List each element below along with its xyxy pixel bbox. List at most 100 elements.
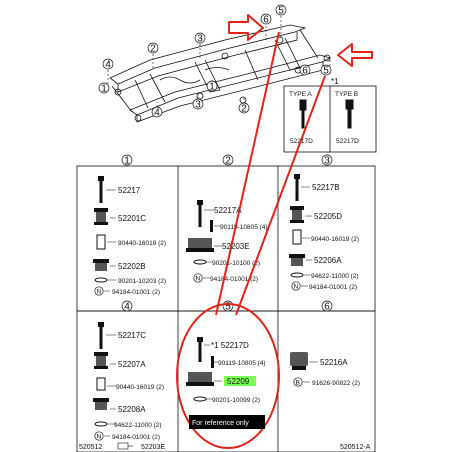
- type-b-part: 52217D: [336, 138, 359, 145]
- svg-text:N: N: [294, 284, 299, 291]
- svg-text:1: 1: [209, 82, 215, 93]
- svg-text:B: B: [296, 380, 300, 387]
- svg-text:3: 3: [197, 34, 203, 45]
- red-leader-right: [235, 75, 326, 316]
- svg-text:5: 5: [278, 6, 284, 17]
- svg-text:N: N: [196, 276, 201, 283]
- nut-n-icon: N: [193, 273, 203, 283]
- part-90440-16019: 90440-16019 (2): [311, 236, 359, 243]
- part-90440-16018: 90440-16018 (2): [118, 240, 166, 247]
- cell-4: N 52217C 52207A 90440-16019 (2) 52208A 9…: [93, 322, 164, 441]
- callout-1-mid: 1: [206, 80, 218, 93]
- cell-2: N 52217A 90119-10805 (4) 52203E 90201-10…: [186, 200, 268, 283]
- part-94622-11000: 94622-11000 (2): [114, 422, 162, 429]
- callout-6-top: 6: [260, 13, 272, 26]
- svg-text:2: 2: [150, 44, 156, 55]
- part-52202B: 52202B: [118, 262, 146, 271]
- nut-n-icon: N: [291, 281, 301, 291]
- frame-callout-numbers: 6 5 3 2 4 1 6 5 1 3 2 4: [98, 4, 332, 119]
- small-bolt-icon: [211, 356, 214, 368]
- callout-4-bottom: 4: [151, 106, 163, 119]
- svg-text:5: 5: [323, 66, 329, 77]
- callout-6-right: 6: [299, 64, 311, 77]
- mount-bracket-icon: [186, 372, 214, 386]
- cell-6: B 52216A 91626-90822 (2): [290, 352, 360, 387]
- washer-icon: [193, 259, 207, 265]
- cell-5: *1 52217D 90119-10805 (4) 52209 90201-10…: [186, 337, 266, 404]
- nut-n-icon: N: [94, 286, 104, 296]
- reference-caption: For reference only: [192, 420, 249, 427]
- sleeve-icon: [96, 234, 106, 250]
- cell-1-number: 1: [121, 154, 133, 167]
- cell-1: N 52217 52201C 90440-16018 (2) 52202B 90…: [93, 176, 166, 296]
- svg-text:3: 3: [195, 100, 201, 111]
- mount-bracket-icon: [186, 238, 214, 252]
- svg-text:6: 6: [263, 15, 269, 26]
- footer: 520512 52203E 520512-A: [79, 442, 371, 451]
- type-b-bolt-icon: [345, 99, 354, 129]
- bolt-icon: [294, 174, 300, 201]
- svg-text:6: 6: [302, 66, 308, 77]
- lower-cushion-icon: [93, 398, 109, 410]
- lower-cushion-icon: [289, 254, 305, 266]
- type-b-label: TYPE B: [335, 91, 358, 98]
- callout-4-top: 4: [102, 58, 114, 71]
- svg-text:1: 1: [124, 156, 130, 167]
- type-box-star: *1: [331, 77, 339, 86]
- bolt-icon: [98, 176, 104, 203]
- svg-text:4: 4: [154, 108, 160, 119]
- footer-right-code: 520512-A: [340, 444, 371, 451]
- cell-3-number: 3: [321, 154, 333, 167]
- callout-5-top: 5: [275, 4, 287, 17]
- red-leader-left: [215, 31, 280, 316]
- part-52201C: 52201C: [118, 214, 146, 223]
- callout-5-right: 5: [320, 64, 332, 77]
- part-52206A: 52206A: [314, 256, 342, 265]
- callout-1-left: 1: [98, 82, 110, 95]
- part-94184-01001: 94184-01001 (2): [112, 434, 160, 441]
- small-bolt-icon: [210, 220, 213, 232]
- svg-text:1: 1: [101, 84, 107, 95]
- part-52217D: *1 52217D: [211, 341, 249, 350]
- cushion-icon: [94, 208, 108, 225]
- type-a-label: TYPE A: [289, 91, 312, 98]
- nut-n-icon: N: [94, 431, 104, 441]
- washer-icon: [94, 277, 108, 283]
- part-90201-10100: 90201-10100 (2): [212, 260, 260, 267]
- washer-icon: [290, 272, 304, 278]
- mount-grid: [76, 165, 376, 452]
- part-90119-10805: 90119-10805 (4): [220, 224, 268, 231]
- part-52217B: 52217B: [312, 183, 340, 192]
- svg-text:2: 2: [241, 104, 247, 115]
- part-94184-01001: 94184-01001 (2): [112, 289, 160, 296]
- svg-text:6: 6: [324, 302, 330, 313]
- caption-background: [189, 415, 265, 429]
- red-arrow-left-icon: [228, 14, 264, 41]
- bolt-icon: [98, 322, 104, 349]
- part-52207A: 52207A: [118, 360, 146, 369]
- part-52209-highlight: [224, 376, 256, 386]
- svg-text:3: 3: [324, 156, 330, 167]
- part-94622-11000: 94622-11000 (2): [311, 273, 359, 280]
- part-94184-01001: 94184-01001 (2): [309, 284, 357, 291]
- footer-left-code: 520512: [79, 444, 102, 451]
- bolt-b-icon: B: [293, 377, 303, 387]
- cell-2-number: 2: [222, 154, 234, 167]
- callout-3-bottom: 3: [192, 98, 204, 111]
- part-94184-01001: 94184-01001 (2): [210, 276, 258, 283]
- part-90440-16019: 90440-16019 (2): [116, 384, 164, 391]
- red-arrow-right-icon: [337, 43, 373, 67]
- part-52203E: 52203E: [222, 242, 250, 251]
- bolt-icon: [197, 200, 203, 227]
- sleeve-icon: [96, 377, 106, 391]
- part-52217C: 52217C: [118, 331, 146, 340]
- bushing-icon: [290, 352, 308, 370]
- part-90201-10203: 90201-10203 (2): [118, 278, 166, 285]
- svg-text:N: N: [97, 289, 102, 296]
- svg-text:4: 4: [105, 60, 111, 71]
- footer-mid-code: 52203E: [141, 444, 165, 451]
- bolt-icon: [197, 337, 203, 362]
- cushion-icon: [290, 206, 304, 223]
- part-52217: 52217: [118, 186, 141, 195]
